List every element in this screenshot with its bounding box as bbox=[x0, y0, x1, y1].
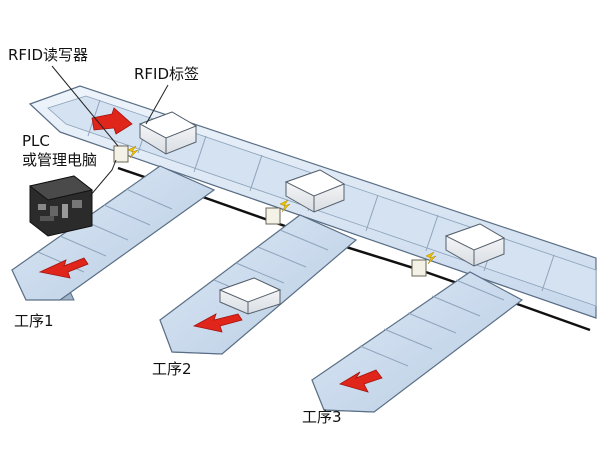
rfid-readers bbox=[113, 145, 437, 277]
rfid-reader-icon bbox=[265, 199, 291, 225]
rfid-tag-box-icon bbox=[284, 169, 346, 213]
rfid-tag-box-icon bbox=[444, 223, 506, 267]
flow-arrow-icon bbox=[38, 257, 89, 279]
management-computer-label: 或管理电脑 bbox=[22, 151, 98, 169]
rfid-reader-icon bbox=[411, 251, 437, 277]
flow-arrow-icon bbox=[339, 369, 383, 393]
flow-arrow-icon bbox=[91, 107, 133, 135]
signal-bolt-icon bbox=[425, 251, 437, 265]
rfid-reader-icon bbox=[113, 145, 139, 163]
process-3-label: 工序3 bbox=[302, 408, 342, 426]
process-2-label: 工序2 bbox=[152, 360, 192, 378]
branch-3-belt bbox=[311, 271, 524, 413]
plc-cable bbox=[89, 159, 117, 197]
rfid-tag-label: RFID标签 bbox=[134, 65, 200, 83]
tag-callout-line bbox=[145, 84, 169, 125]
branch-conveyor-3 bbox=[311, 271, 524, 413]
flow-arrow-icon bbox=[192, 313, 243, 333]
rfid-tag-boxes bbox=[138, 111, 506, 315]
branch-3-rollers bbox=[359, 279, 505, 367]
callout-lines bbox=[51, 65, 169, 197]
rfid-tag-box-icon bbox=[138, 111, 198, 155]
signal-bolt-icon bbox=[127, 145, 139, 159]
process-1-label: 工序1 bbox=[14, 312, 54, 330]
plc-device-icon bbox=[28, 175, 94, 237]
reader-callout-line bbox=[51, 65, 119, 147]
signal-bolt-icon bbox=[279, 199, 291, 213]
rfid-tag-box-icon bbox=[218, 277, 282, 315]
rfid-reader-label: RFID读写器 bbox=[8, 46, 89, 64]
plc-label: PLC bbox=[22, 132, 50, 150]
flow-arrows bbox=[38, 107, 383, 393]
